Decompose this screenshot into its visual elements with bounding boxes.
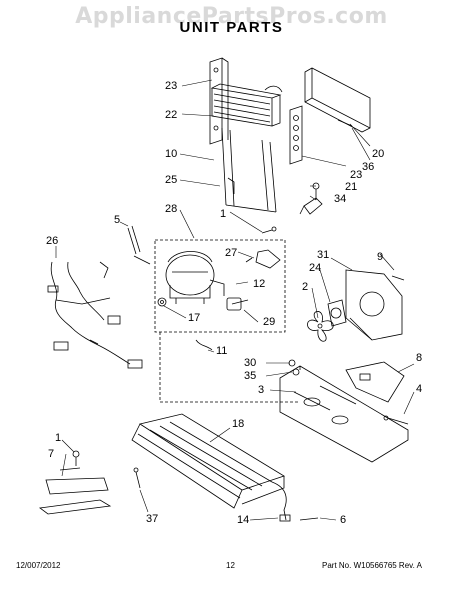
callout-35: 35 — [244, 370, 256, 382]
callout-24: 24 — [309, 262, 321, 274]
callout-29: 29 — [263, 316, 275, 328]
callout-1-top: 1 — [220, 208, 226, 220]
callout-17: 17 — [188, 312, 200, 324]
air-duct — [304, 67, 371, 133]
callout-23-top: 23 — [165, 80, 177, 92]
callout-18: 18 — [232, 418, 244, 430]
callout-26: 26 — [46, 235, 58, 247]
callout-11: 11 — [216, 345, 227, 357]
callout-28: 28 — [165, 203, 177, 215]
fan-bracket — [345, 269, 403, 341]
callout-21: 21 — [345, 181, 357, 193]
callout-14: 14 — [237, 514, 249, 526]
callout-12: 12 — [253, 278, 265, 290]
callout-8: 8 — [416, 352, 422, 364]
callout-37: 37 — [146, 513, 158, 525]
callout-7: 7 — [48, 448, 54, 460]
callout-25: 25 — [165, 174, 177, 186]
footer-part-number: Part No. W10566765 Rev. A — [322, 561, 422, 570]
grommet — [157, 297, 167, 307]
callout-30: 30 — [244, 357, 256, 369]
footer-date: 12/007/2012 — [16, 561, 61, 570]
base-plate — [279, 365, 409, 463]
leader-lines — [55, 79, 415, 521]
callout-23-right: 23 — [350, 169, 362, 181]
condenser-coil — [210, 83, 283, 127]
defrost-tube — [271, 481, 319, 522]
thermostat-assembly — [38, 450, 112, 515]
callout-36: 36 — [362, 161, 374, 173]
screw — [261, 226, 277, 234]
fan-motor — [327, 299, 347, 327]
callout-31: 31 — [317, 249, 329, 261]
compressor — [165, 251, 225, 304]
wire-harness — [47, 261, 143, 369]
condenser-side-bracket — [289, 105, 303, 165]
drain-hose — [195, 339, 213, 351]
callout-34: 34 — [334, 193, 346, 205]
control-bracket — [345, 361, 405, 403]
callout-numbers: 23 22 10 25 28 1 5 26 27 12 17 29 11 20 … — [46, 80, 422, 526]
callout-22: 22 — [165, 109, 177, 121]
drier-fitting — [299, 182, 323, 215]
evaporator-coil — [131, 413, 285, 509]
condenser-tubes — [221, 127, 277, 213]
start-device — [245, 249, 281, 269]
callout-5: 5 — [114, 214, 120, 226]
callout-3: 3 — [258, 384, 264, 396]
screw-37 — [133, 467, 141, 489]
callout-27: 27 — [225, 247, 237, 259]
callout-4: 4 — [416, 383, 422, 395]
mounting-bolt — [127, 225, 151, 265]
callout-10: 10 — [165, 148, 177, 160]
fan-blade — [307, 311, 334, 342]
diagram-title: UNIT PARTS — [179, 19, 284, 36]
screw-4 — [383, 415, 409, 425]
relay — [226, 297, 249, 311]
callout-6: 6 — [340, 514, 346, 526]
footer-page-number: 12 — [226, 561, 235, 570]
watermark: AppliancePartsPros.com — [75, 4, 388, 29]
callout-20: 20 — [372, 148, 384, 160]
callout-9: 9 — [377, 251, 383, 263]
compressor-compartment — [154, 239, 300, 403]
condenser-bracket — [209, 57, 229, 145]
callout-2: 2 — [302, 281, 308, 293]
callout-1-left: 1 — [55, 432, 61, 444]
